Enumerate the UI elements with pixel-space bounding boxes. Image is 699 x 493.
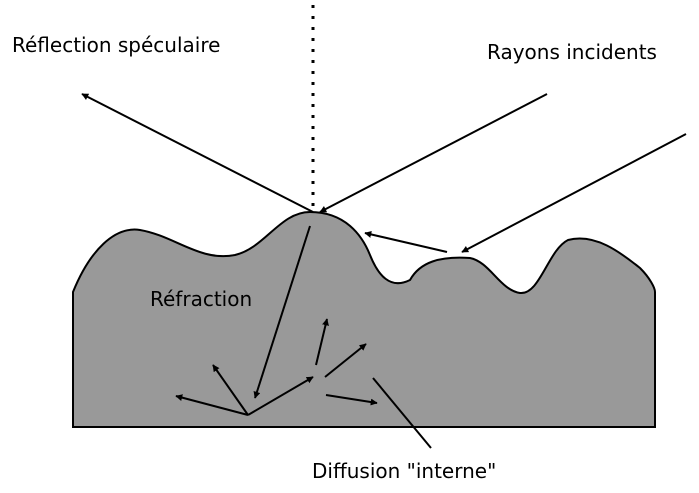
incident-ray-2-arrow <box>462 134 686 252</box>
internal-diffusion-label: Diffusion "interne" <box>312 459 496 483</box>
secondary-reflection-arrow <box>365 233 447 252</box>
incident-ray-1-arrow <box>320 94 547 212</box>
specular-reflection-label: Réflection spéculaire <box>12 33 220 57</box>
rough-surface <box>73 212 655 427</box>
refraction-label: Réfraction <box>150 287 252 311</box>
specular-reflection-arrow <box>82 94 313 212</box>
incident-rays-label: Rayons incidents <box>487 40 657 64</box>
